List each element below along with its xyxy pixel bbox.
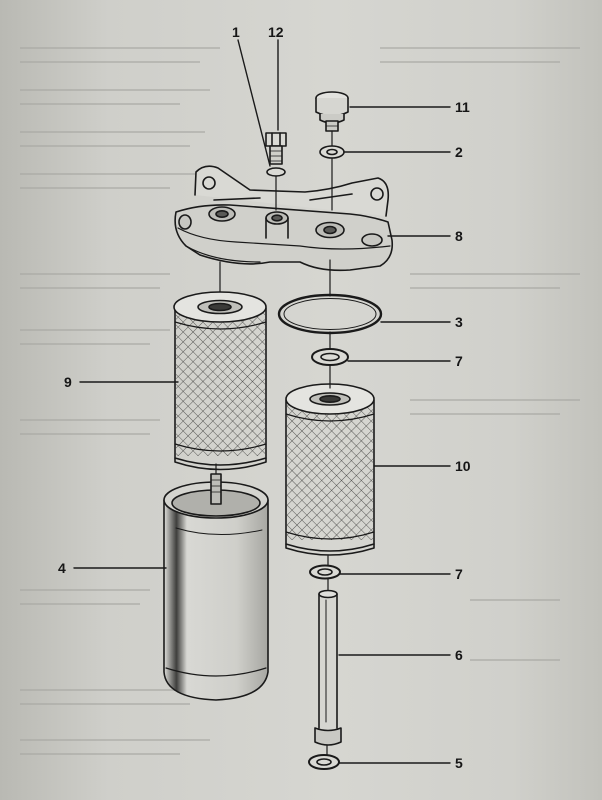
callout-part-3: 3 (455, 314, 463, 330)
centre-tube-part-6 (314, 589, 342, 746)
washer-part-7-upper (311, 348, 349, 366)
callout-part-5: 5 (455, 755, 463, 771)
filter-head-part-8 (174, 165, 394, 272)
leader-lines (73, 39, 451, 764)
filter-element-part-10 (285, 383, 375, 556)
callout-part-12: 12 (268, 24, 284, 40)
callout-part-11: 11 (455, 99, 470, 115)
bowl-part-4 (163, 473, 269, 701)
callout-part-9: 9 (64, 374, 72, 390)
washer-part-2 (319, 145, 345, 159)
assembly-axis-lines (215, 130, 333, 756)
seal-ring-part-3 (277, 293, 383, 335)
callout-part-1: 1 (232, 24, 240, 40)
bolt-part-12 (265, 132, 287, 165)
washer-part-7-lower (309, 564, 341, 580)
callout-part-7-lower: 7 (455, 566, 463, 582)
background-text-lines (20, 47, 580, 755)
callout-part-7-upper: 7 (455, 353, 463, 369)
callout-part-2: 2 (455, 144, 463, 160)
callout-part-6: 6 (455, 647, 463, 663)
washer-part-5 (308, 754, 340, 770)
callout-part-10: 10 (455, 458, 471, 474)
filter-element-part-9 (173, 291, 267, 471)
callout-part-8: 8 (455, 228, 463, 244)
callout-part-4: 4 (58, 560, 66, 576)
washer-part-1 (266, 167, 286, 177)
plug-part-11 (315, 91, 349, 132)
